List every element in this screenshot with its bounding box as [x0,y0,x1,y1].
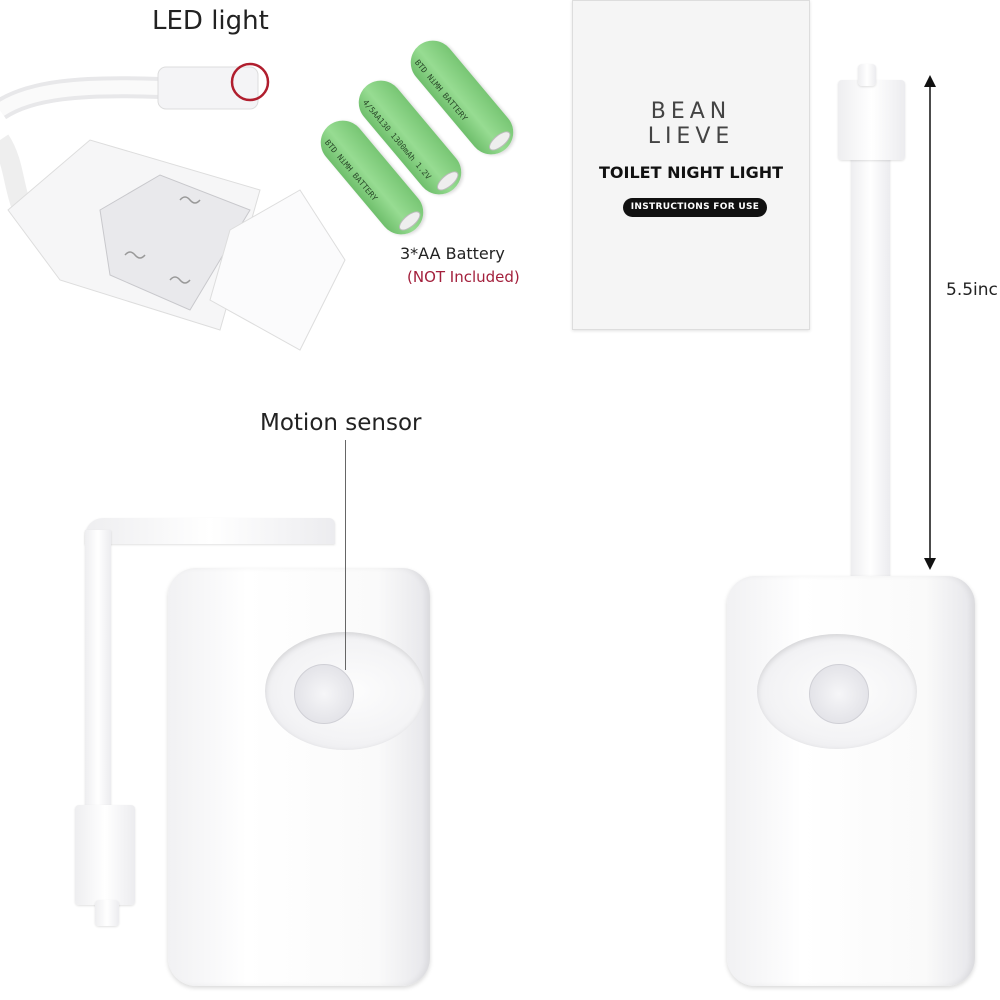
brand-line-1: BEAN [650,99,732,124]
led-light-label: LED light [152,6,269,36]
hanger-tip [95,900,119,926]
motion-sensor-label: Motion sensor [260,410,422,436]
hanger-arm [85,518,335,544]
brand-line-2: LIEVE [647,124,735,149]
battery-note: (NOT Included) [407,268,520,286]
led-housing-open [0,62,346,351]
motion-sensor-lens [809,664,869,724]
battery-cover [209,189,346,351]
motion-sensor-pointer [345,440,346,670]
led-connector [157,66,259,110]
battery-compartment [99,174,251,311]
night-light-body [168,568,430,986]
night-light-body [727,576,975,986]
hanger-arm-vertical [85,530,111,820]
instructions-badge: INSTRUCTIONS FOR USE [623,198,767,217]
battery-print: BTD NiMH BATTERY [412,57,470,123]
device-stem [851,110,890,578]
instruction-booklet: BEAN LIEVE TOILET NIGHT LIGHT INSTRUCTIO… [572,0,810,330]
stem-connector [838,80,905,160]
dimension-arrow [924,75,936,570]
motion-sensor-lens [294,664,354,724]
led-highlight-circle [230,62,270,102]
hanger-connector [75,805,135,905]
brand-logo: BEAN LIEVE [573,99,809,149]
stem-tip [858,64,876,86]
dimension-label: 5.5inc [946,280,998,300]
booklet-title: TOILET NIGHT LIGHT [598,163,783,182]
battery-label: 3*AA Battery [400,244,505,263]
